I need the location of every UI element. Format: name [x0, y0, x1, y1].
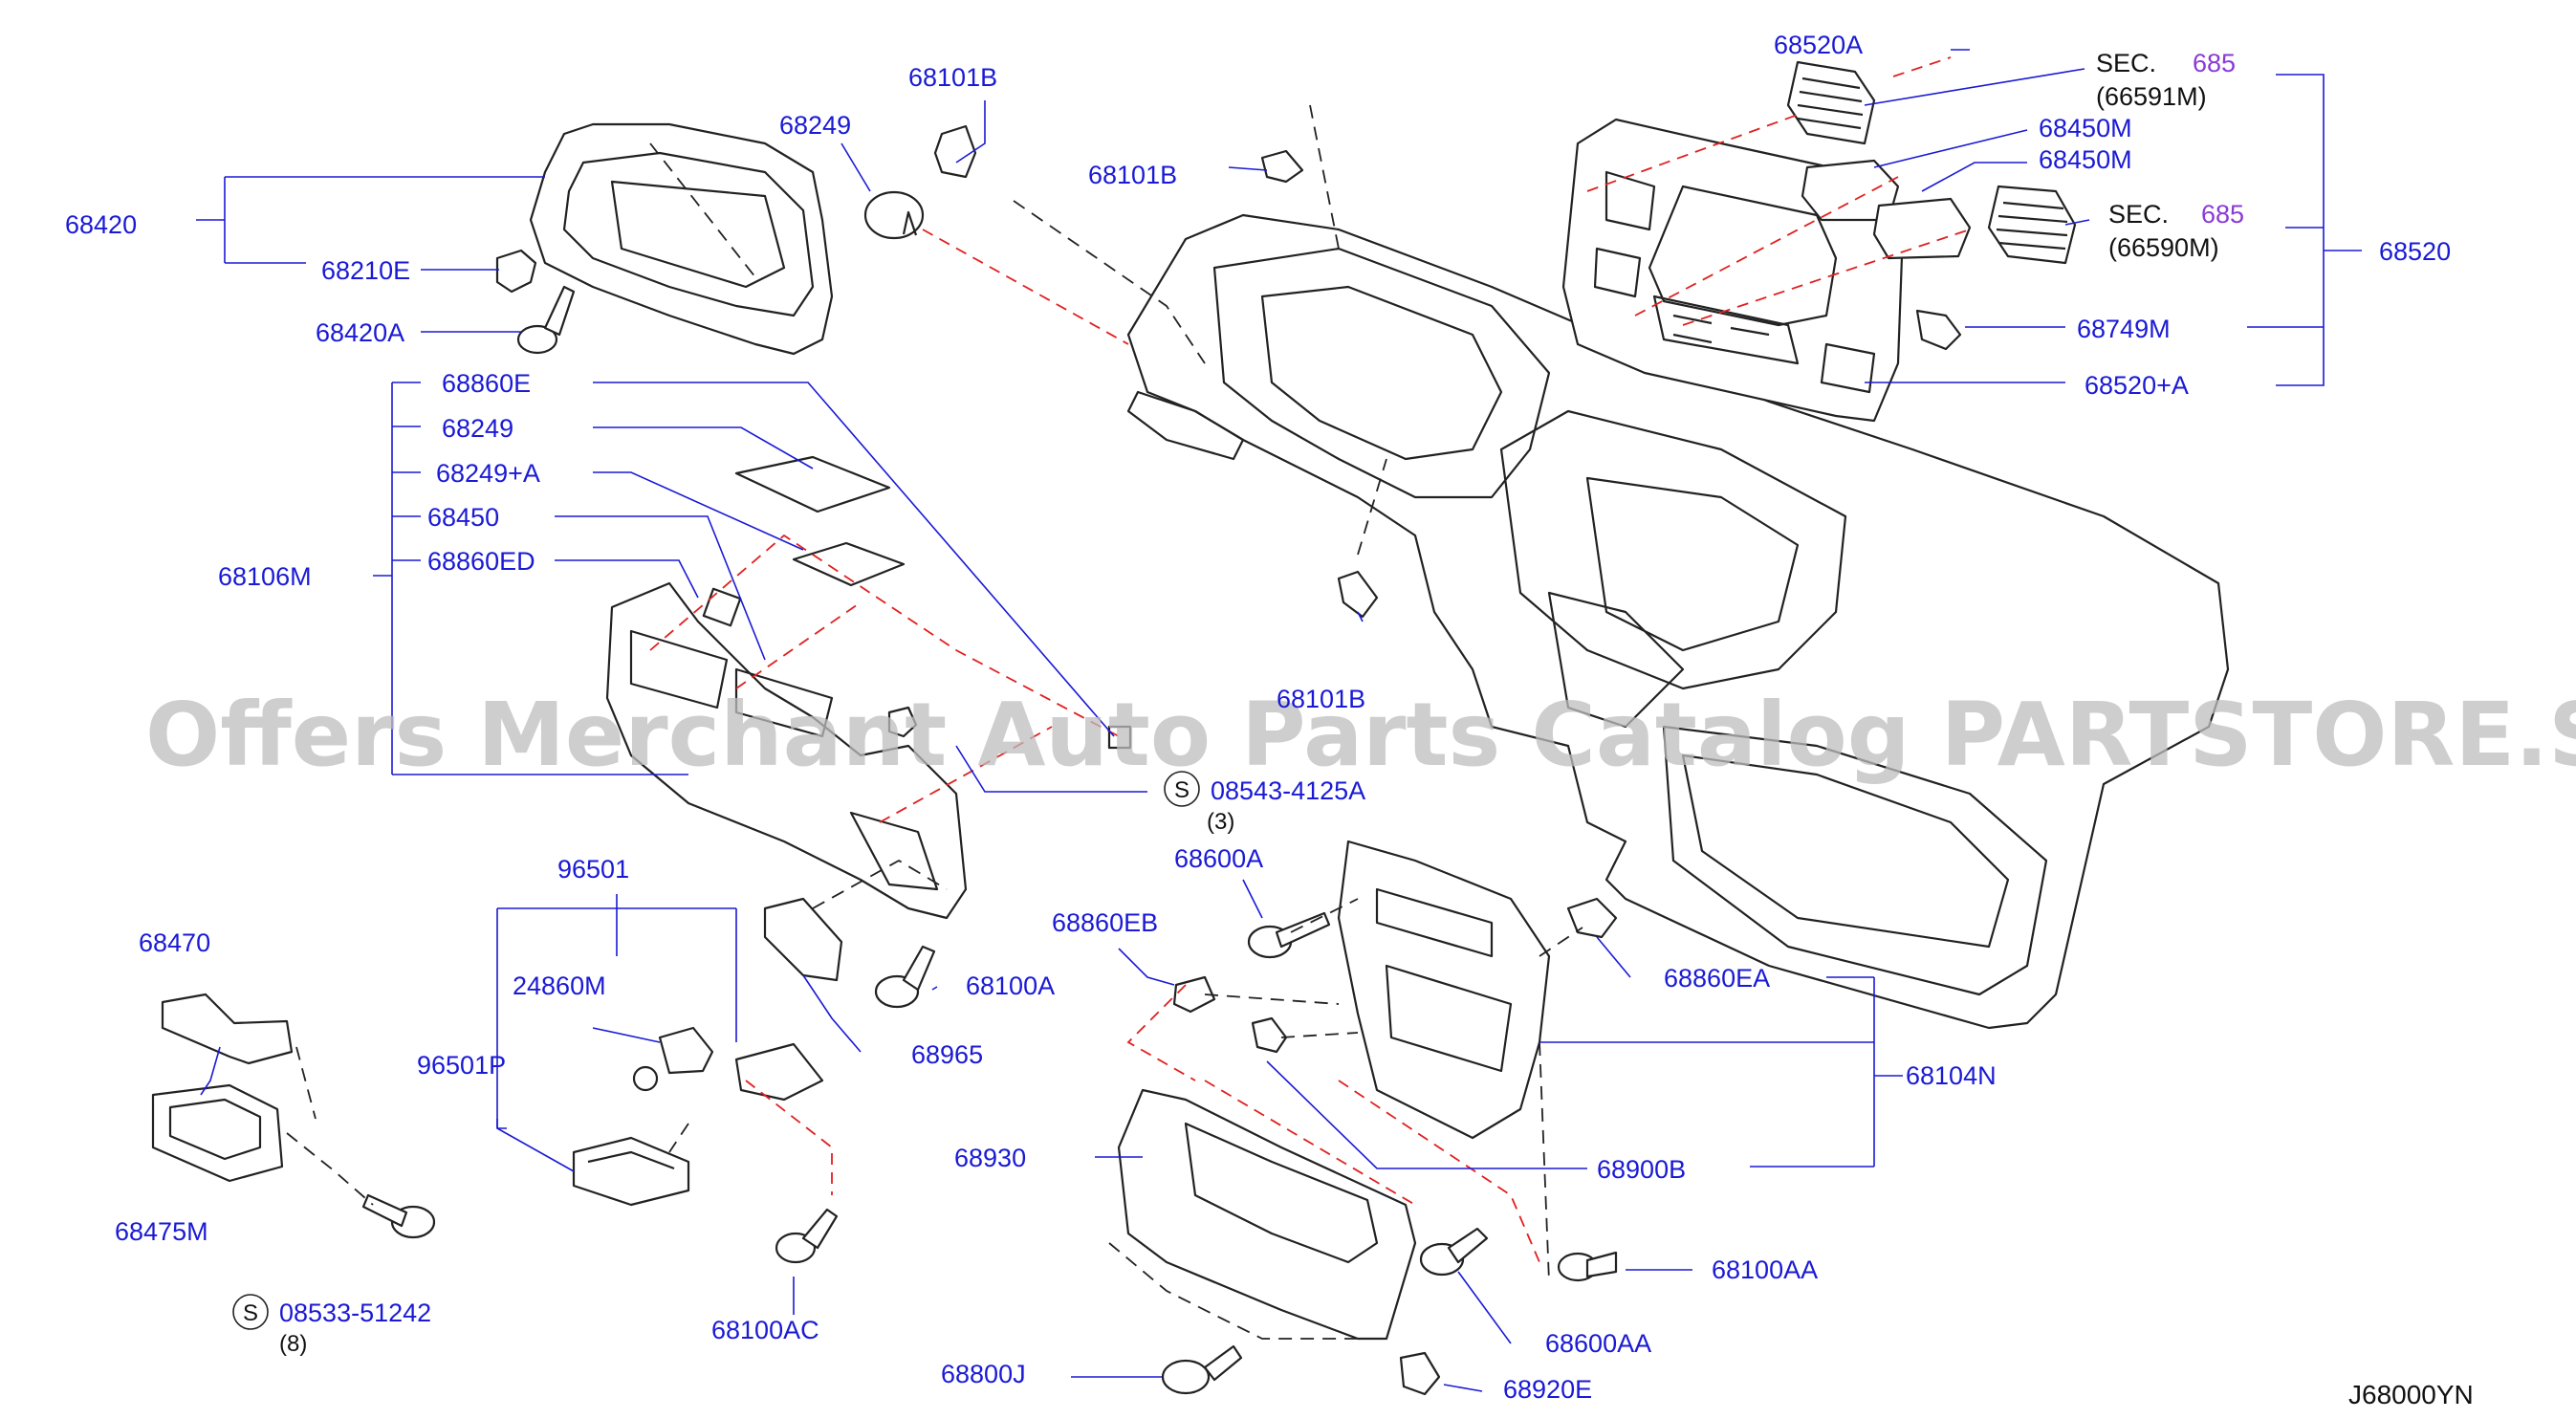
label-68860E[interactable]: 68860E — [442, 369, 531, 398]
cover-68965-drawing — [763, 897, 843, 982]
label-68749M[interactable]: 68749M — [2077, 315, 2171, 343]
leader-lines — [196, 49, 2362, 1392]
instrument-panel-drawing — [1126, 213, 2230, 1030]
label-96501[interactable]: 96501 — [557, 855, 629, 884]
screw-68600aa-drawing — [1419, 1227, 1489, 1277]
bracket-68104n-drawing — [1337, 840, 1551, 1140]
watermark-text: Offers Merchant Auto Parts Catalog PARTS… — [145, 684, 2576, 786]
label-68470[interactable]: 68470 — [139, 928, 210, 957]
label-68900B[interactable]: 68900B — [1597, 1155, 1686, 1184]
sec-section-2[interactable]: 685 — [2201, 200, 2244, 229]
label-68920E[interactable]: 68920E — [1503, 1375, 1592, 1404]
label-68101B-top[interactable]: 68101B — [908, 63, 997, 92]
clip-68101b-mid-drawing — [1260, 149, 1304, 184]
label-68249-b[interactable]: 68249 — [442, 414, 513, 443]
label-68520A[interactable]: 68520A — [1774, 31, 1863, 59]
lower-panel-68106m-drawing — [605, 581, 968, 920]
part-labels: 68520A 68101B 68249 68101B SEC. 685 (665… — [65, 31, 2474, 1409]
label-68520[interactable]: 68520 — [2379, 237, 2451, 266]
screw-08543-drawing — [887, 706, 918, 738]
screw-symbol-circle-08533 — [232, 1294, 269, 1330]
screw-08533-drawing — [361, 1193, 436, 1239]
switch-24860m-drawing — [632, 1026, 714, 1092]
screw-68800j-drawing — [1161, 1344, 1243, 1395]
qty-08543: (3) — [1207, 809, 1234, 835]
label-68100A[interactable]: 68100A — [966, 971, 1055, 1000]
label-68520pA[interactable]: 68520+A — [2085, 371, 2189, 400]
holder-96501-drawing — [734, 1042, 824, 1102]
cover-68930-drawing — [1117, 1088, 1417, 1341]
screw-68100ac-drawing — [775, 1208, 839, 1264]
clip-68101b-low-drawing — [1337, 570, 1379, 619]
label-68101B-low[interactable]: 68101B — [1277, 685, 1365, 713]
label-68100AA[interactable]: 68100AA — [1712, 1255, 1818, 1284]
sec-ref-66591m: (66591M) — [2096, 82, 2207, 111]
screw-68100aa-drawing — [1557, 1251, 1618, 1282]
label-08543-4125A[interactable]: 08543-4125A — [1211, 776, 1365, 805]
screw-68100a-drawing — [874, 945, 936, 1009]
label-68450[interactable]: 68450 — [427, 503, 499, 532]
pad-68249-flat-drawing — [734, 455, 891, 513]
label-68450M-b[interactable]: 68450M — [2039, 145, 2132, 174]
diagram-code: J68000YN — [2348, 1380, 2474, 1409]
label-68475M[interactable]: 68475M — [115, 1217, 208, 1246]
label-68860ED[interactable]: 68860ED — [427, 547, 535, 576]
sec-section-1[interactable]: 685 — [2193, 49, 2236, 77]
bracket-68470-drawing — [161, 993, 294, 1065]
label-68104N[interactable]: 68104N — [1906, 1061, 1997, 1090]
label-68600AA[interactable]: 68600AA — [1545, 1329, 1651, 1358]
label-68965[interactable]: 68965 — [911, 1040, 983, 1069]
pad-68249pa-flat-drawing — [792, 541, 906, 587]
label-68420A[interactable]: 68420A — [316, 318, 404, 347]
screw-symbol-circle-08543 — [1164, 771, 1200, 807]
clip-68210e-drawing — [495, 249, 537, 294]
assembly-lines — [286, 56, 1971, 1340]
label-68420[interactable]: 68420 — [65, 210, 137, 239]
screw-68600a-drawing — [1247, 911, 1331, 959]
tray-96501p-drawing — [572, 1136, 690, 1207]
insert-68450m-b-drawing — [1872, 197, 1972, 260]
screw-symbol-08533: S — [243, 1300, 258, 1326]
label-08533-51242[interactable]: 08533-51242 — [279, 1299, 431, 1327]
sec-note-1: SEC. — [2096, 49, 2156, 77]
label-68800J[interactable]: 68800J — [941, 1360, 1026, 1388]
box-68475m-drawing — [151, 1083, 284, 1183]
vent-68520a-right-drawing — [1987, 185, 2077, 265]
label-96501P[interactable]: 96501P — [417, 1051, 506, 1080]
label-68249-top[interactable]: 68249 — [779, 111, 851, 140]
screw-symbol-08543: S — [1174, 777, 1190, 803]
label-68930[interactable]: 68930 — [954, 1144, 1026, 1172]
label-68860EB[interactable]: 68860EB — [1052, 908, 1158, 937]
label-68106M[interactable]: 68106M — [218, 562, 312, 591]
label-68600A[interactable]: 68600A — [1174, 844, 1263, 873]
clip-68860e-drawing — [1107, 725, 1132, 750]
pad-68249-drawing — [863, 190, 925, 240]
cluster-lid-drawing — [529, 122, 834, 356]
label-68101B-mid[interactable]: 68101B — [1088, 161, 1177, 189]
vent-68520a-top-drawing — [1786, 60, 1876, 145]
label-68100AC[interactable]: 68100AC — [711, 1316, 819, 1344]
clip-68749m-drawing — [1915, 309, 1962, 351]
qty-08533: (8) — [279, 1331, 307, 1357]
screw-68420a-drawing — [516, 285, 576, 355]
clip-68860ea-drawing — [1566, 897, 1618, 939]
label-68450M-a[interactable]: 68450M — [2039, 114, 2132, 142]
clip-68900b-drawing — [1251, 1016, 1288, 1054]
label-68249pA[interactable]: 68249+A — [436, 459, 540, 488]
label-24860M[interactable]: 24860M — [513, 971, 606, 1000]
clip-68920e-drawing — [1399, 1351, 1441, 1396]
clip-68101b-top-drawing — [933, 124, 977, 179]
label-68210E[interactable]: 68210E — [321, 256, 410, 285]
sec-ref-66590m: (66590M) — [2108, 233, 2219, 262]
label-68860EA[interactable]: 68860EA — [1664, 964, 1770, 993]
sec-note-2: SEC. — [2108, 200, 2169, 229]
